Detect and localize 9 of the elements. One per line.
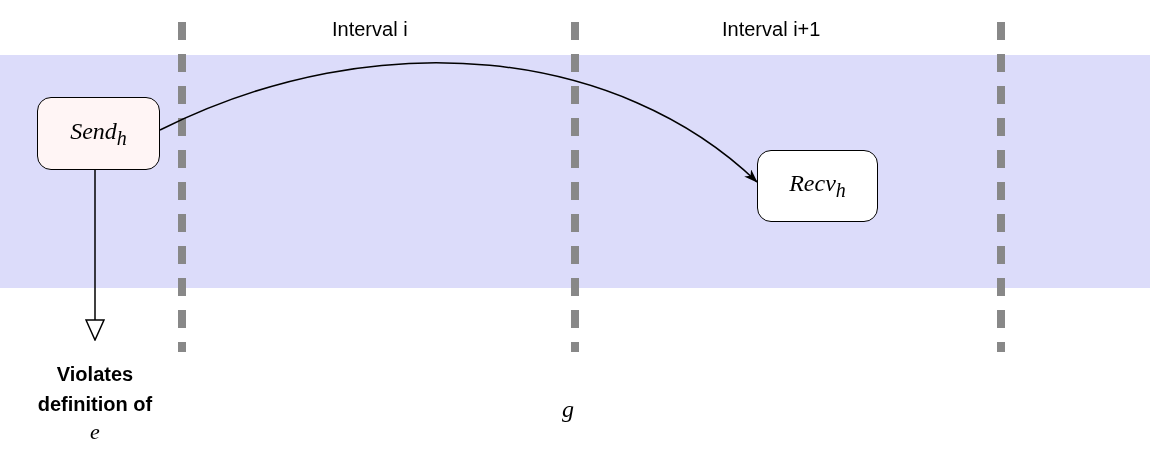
interval-label: Interval i+1: [722, 18, 821, 41]
event-box: Recv$_{h}$: [757, 150, 878, 222]
arrow: [85, 169, 105, 341]
violation-note: Violates definition of: [36, 362, 154, 417]
arrow: [159, 61, 758, 183]
event-box: Send$_{h}$: [37, 97, 160, 170]
variable-label: g: [562, 396, 574, 423]
interval-label: Interval i: [332, 18, 408, 41]
variable-label: e: [90, 419, 100, 445]
